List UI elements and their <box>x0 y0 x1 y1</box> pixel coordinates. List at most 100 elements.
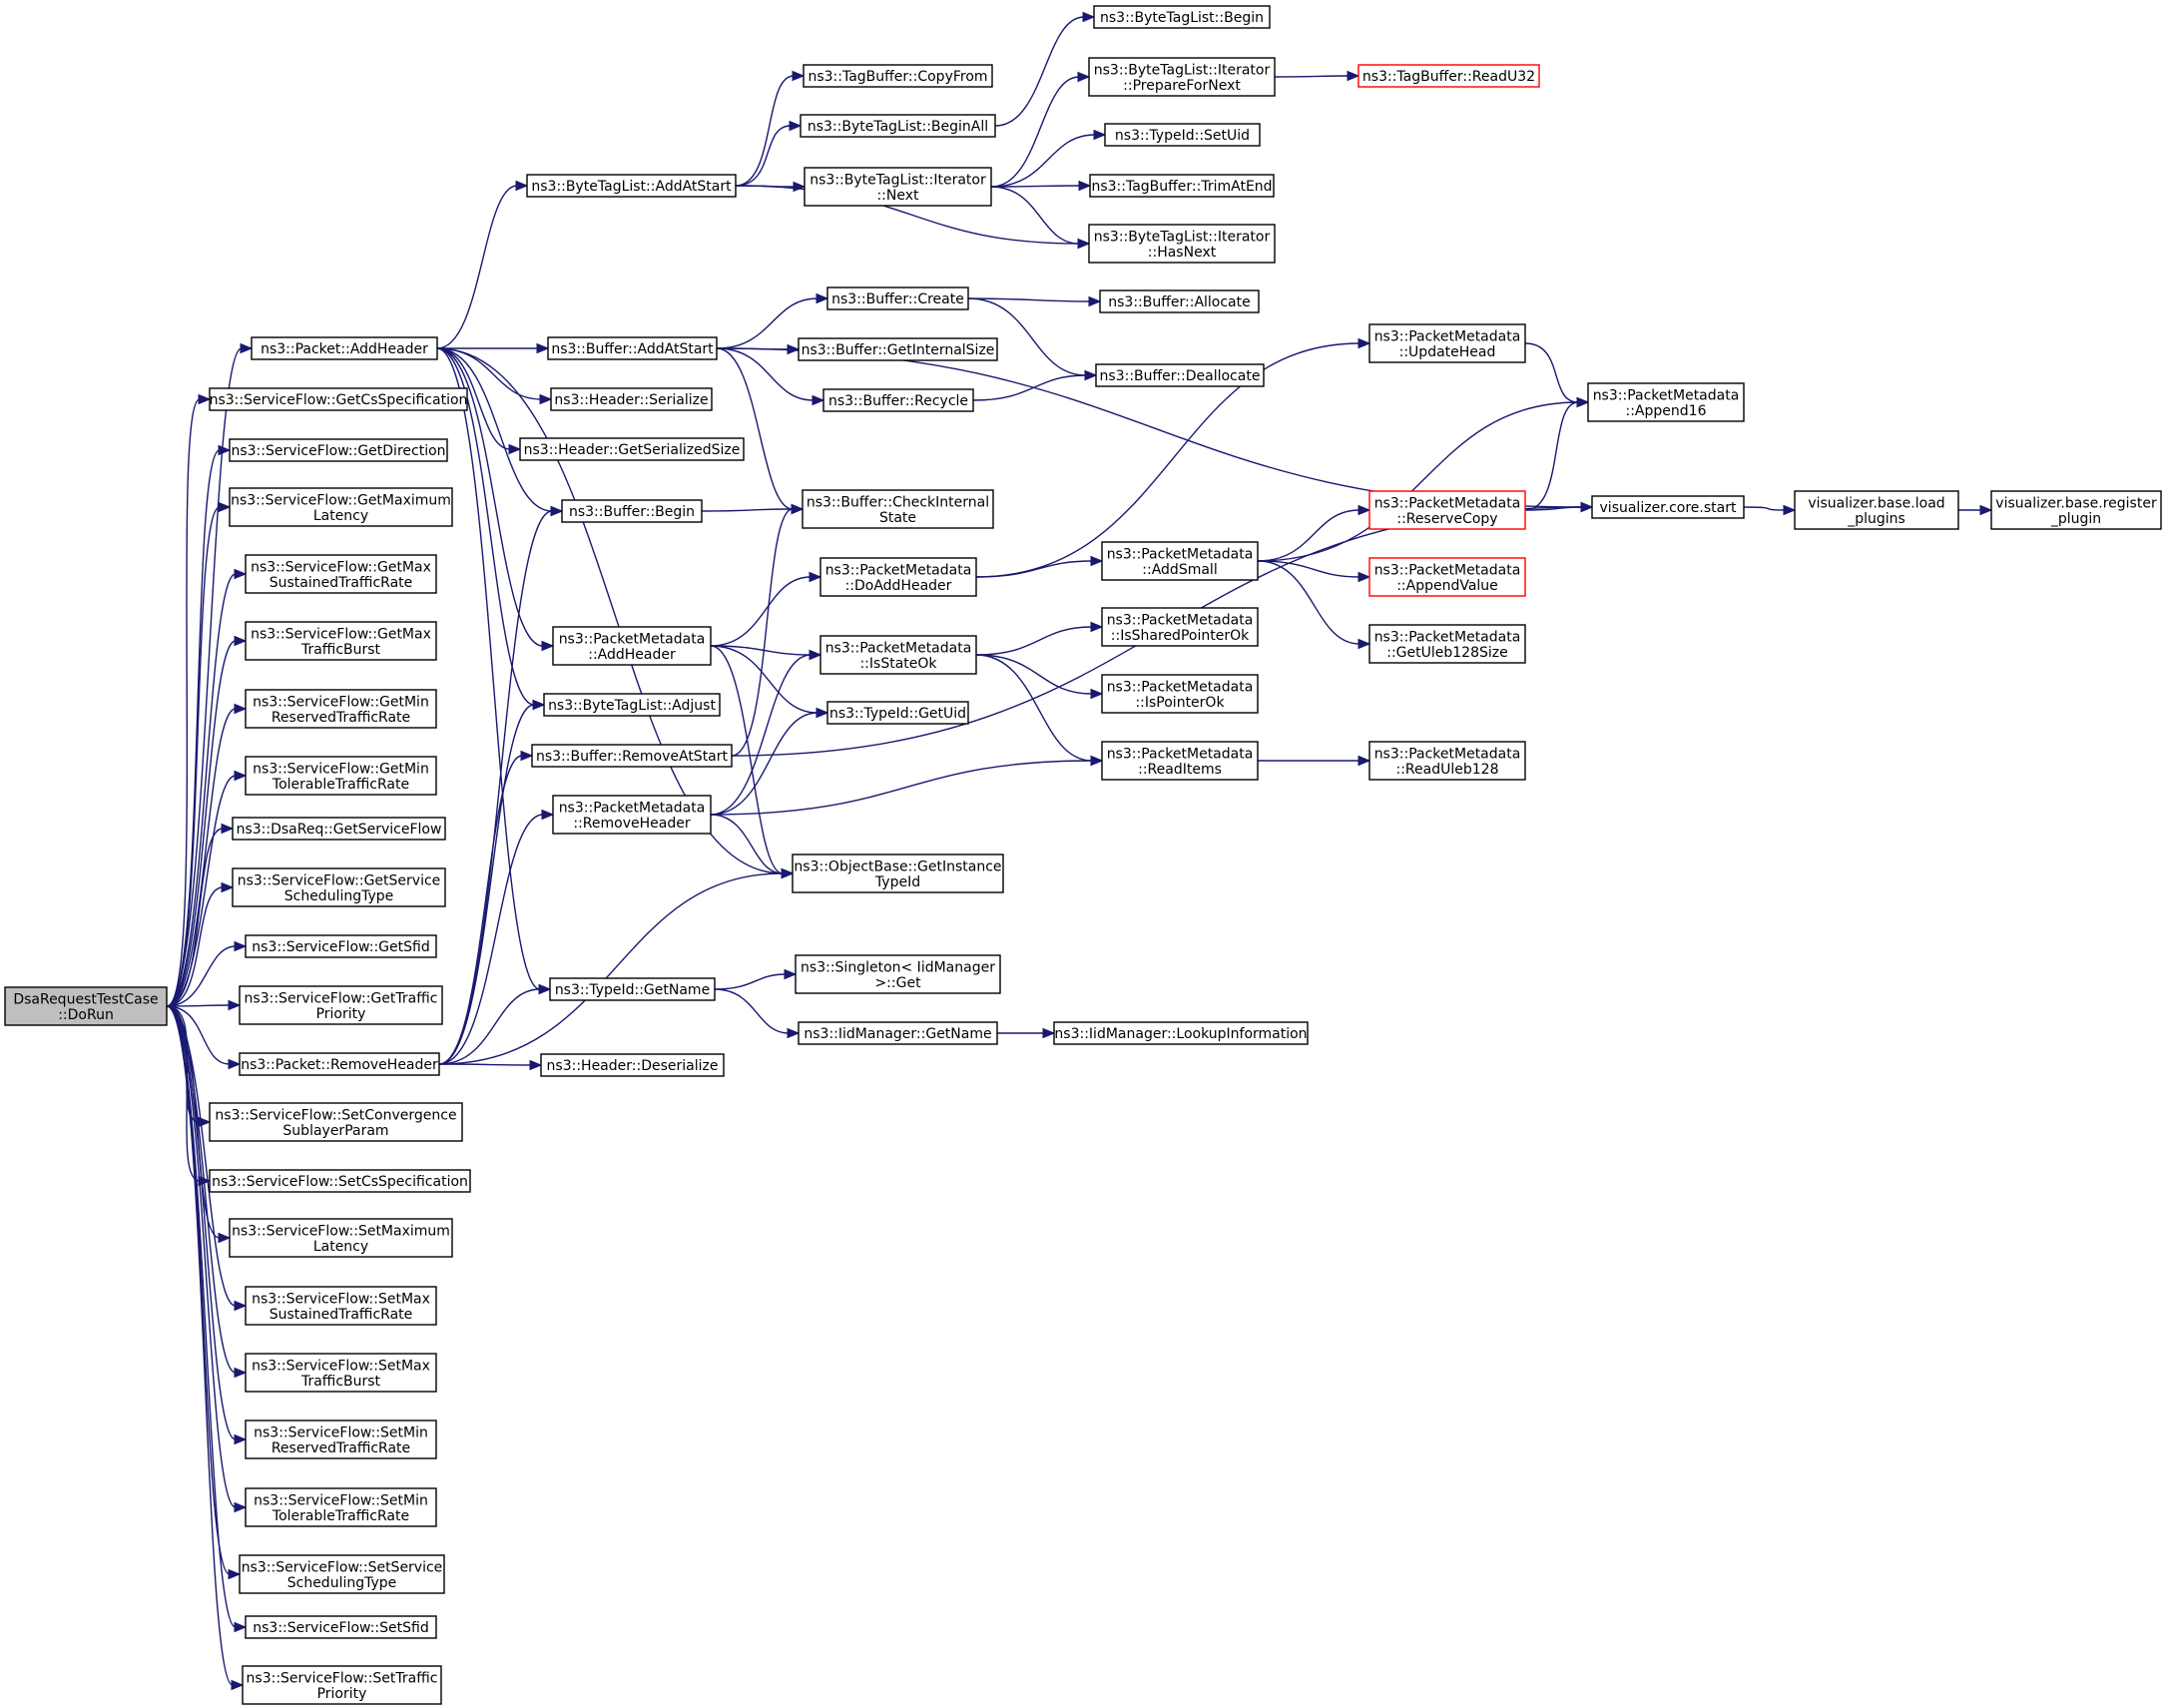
node-sf-setcs[interactable]: ns3::ServiceFlow::SetCsSpecification <box>209 1169 471 1193</box>
node-pm-readuleb[interactable]: ns3::PacketMetadata::ReadUleb128 <box>1368 741 1526 781</box>
node-label: ns3::ServiceFlow::SetMax <box>252 1291 430 1307</box>
node-pm-getuleb[interactable]: ns3::PacketMetadata::GetUleb128Size <box>1368 624 1526 664</box>
call-edge-line <box>967 297 1087 376</box>
node-tid-getname[interactable]: ns3::TypeId::GetName <box>549 977 716 1001</box>
node-pm-append16[interactable]: ns3::PacketMetadata::Append16 <box>1587 382 1745 422</box>
node-pm-doadd[interactable]: ns3::PacketMetadata::DoAddHeader <box>819 557 977 597</box>
node-sf-getminres[interactable]: ns3::ServiceFlow::GetMinReservedTrafficR… <box>245 689 437 729</box>
node-sf-setminres[interactable]: ns3::ServiceFlow::SetMinReservedTrafficR… <box>245 1420 437 1459</box>
call-edge-line <box>710 654 812 816</box>
node-sf-setsched[interactable]: ns3::ServiceFlow::SetServiceSchedulingTy… <box>239 1554 445 1594</box>
node-iid-lookup[interactable]: ns3::IidManager::LookupInformation <box>1053 1021 1309 1045</box>
node-tb-copyfrom[interactable]: ns3::TagBuffer::CopyFrom <box>803 64 993 88</box>
call-edge-line <box>166 398 201 1007</box>
node-hdr-getsize[interactable]: ns3::Header::GetSerializedSize <box>519 437 745 461</box>
node-pm-isptr[interactable]: ns3::PacketMetadata::IsPointerOk <box>1101 674 1259 714</box>
node-pm-updhead[interactable]: ns3::PacketMetadata::UpdateHead <box>1368 323 1526 363</box>
node-label: ns3::ServiceFlow::SetMaximum <box>232 1223 450 1239</box>
call-edge <box>1257 560 1371 650</box>
node-sf-setmintol[interactable]: ns3::ServiceFlow::SetMinTolerableTraffic… <box>245 1487 437 1527</box>
node-buf-alloc[interactable]: ns3::Buffer::Allocate <box>1099 289 1260 313</box>
node-sf-getcs[interactable]: ns3::ServiceFlow::GetCsSpecification <box>209 387 468 411</box>
node-sf-getsfid[interactable]: ns3::ServiceFlow::GetSfid <box>245 934 437 958</box>
node-btl-it-prep[interactable]: ns3::ByteTagList::Iterator::PrepareForNe… <box>1088 57 1276 97</box>
node-box <box>245 621 437 661</box>
arrowhead <box>1783 504 1797 516</box>
call-edge-line <box>166 775 237 1007</box>
node-btl-beginall[interactable]: ns3::ByteTagList::BeginAll <box>800 114 996 138</box>
call-edge <box>166 444 232 1007</box>
node-sf-getmaxsus[interactable]: ns3::ServiceFlow::GetMaxSustainedTraffic… <box>245 554 437 594</box>
node-root[interactable]: DsaRequestTestCase::DoRun <box>4 986 168 1026</box>
call-edge-line <box>1257 560 1360 578</box>
node-pkt-remove[interactable]: ns3::Packet::RemoveHeader <box>239 1052 440 1076</box>
node-pm-remhdr[interactable]: ns3::PacketMetadata::RemoveHeader <box>552 795 712 835</box>
node-tb-readu32[interactable]: ns3::TagBuffer::ReadU32 <box>1357 64 1540 88</box>
node-tid-getuid[interactable]: ns3::TypeId::GetUid <box>826 701 969 725</box>
node-singleton[interactable]: ns3::Singleton< IidManager>::Get <box>795 954 1001 994</box>
call-edge-line <box>438 814 544 1065</box>
node-btl-it-hasnext[interactable]: ns3::ByteTagList::Iterator::HasNext <box>1088 224 1276 264</box>
node-box <box>1591 495 1745 519</box>
node-btl-adjust[interactable]: ns3::ByteTagList::Adjust <box>543 693 721 717</box>
node-buf-begin[interactable]: ns3::Buffer::Begin <box>561 499 703 523</box>
node-box <box>245 934 437 958</box>
node-pm-reservecopy[interactable]: ns3::PacketMetadata::ReserveCopy <box>1368 490 1526 530</box>
node-vis-start[interactable]: visualizer.core.start <box>1591 495 1745 519</box>
call-edge-line <box>166 640 237 1007</box>
node-buf-recycle[interactable]: ns3::Buffer::Recycle <box>822 388 974 412</box>
node-pm-readitems[interactable]: ns3::PacketMetadata::ReadItems <box>1101 741 1259 781</box>
node-iid-getname[interactable]: ns3::IidManager::GetName <box>798 1021 998 1045</box>
call-edge-line <box>972 374 1087 401</box>
node-box <box>819 635 977 675</box>
node-sf-setsfid[interactable]: ns3::ServiceFlow::SetSfid <box>245 1615 437 1639</box>
node-vis-load[interactable]: visualizer.base.load_plugins <box>1794 490 1959 530</box>
arrowhead <box>520 750 534 762</box>
node-sf-setconv[interactable]: ns3::ServiceFlow::SetConvergenceSublayer… <box>209 1102 463 1142</box>
node-pm-appendval[interactable]: ns3::PacketMetadata::AppendValue <box>1368 557 1526 597</box>
node-hdr-deser[interactable]: ns3::Header::Deserialize <box>540 1053 725 1077</box>
node-sf-getsched[interactable]: ns3::ServiceFlow::GetServiceSchedulingTy… <box>232 867 446 907</box>
node-buf-addstart[interactable]: ns3::Buffer::AddAtStart <box>547 336 718 360</box>
node-btl-it-next[interactable]: ns3::ByteTagList::Iterator::Next <box>804 167 992 207</box>
node-tb-trim[interactable]: ns3::TagBuffer::TrimAtEnd <box>1089 174 1275 198</box>
node-label: SustainedTrafficRate <box>270 575 413 591</box>
node-sf-setmaxsus[interactable]: ns3::ServiceFlow::SetMaxSustainedTraffic… <box>245 1286 437 1326</box>
node-sf-getmintol[interactable]: ns3::ServiceFlow::GetMinTolerableTraffic… <box>245 756 437 796</box>
node-hdr-ser[interactable]: ns3::Header::Serialize <box>550 387 713 411</box>
call-edge-line <box>166 1004 231 1007</box>
node-label: ns3::Header::Serialize <box>554 392 708 408</box>
call-edge-line <box>166 506 221 1007</box>
node-btl-begin[interactable]: ns3::ByteTagList::Begin <box>1093 5 1271 29</box>
node-box <box>1101 541 1259 581</box>
call-edge <box>990 71 1091 188</box>
node-buf-create[interactable]: ns3::Buffer::Create <box>826 286 969 310</box>
node-pkt-add[interactable]: ns3::Packet::AddHeader <box>251 336 438 360</box>
arrowhead <box>536 342 550 354</box>
node-tid-setuid[interactable]: ns3::TypeId::SetUid <box>1104 123 1261 147</box>
node-dsa-getsf[interactable]: ns3::DsaReq::GetServiceFlow <box>232 817 446 841</box>
node-label: ns3::ServiceFlow::GetMaximum <box>231 492 451 508</box>
arrowhead <box>221 823 235 835</box>
node-pm-addhdr[interactable]: ns3::PacketMetadata::AddHeader <box>552 626 712 666</box>
node-buf-getint[interactable]: ns3::Buffer::GetInternalSize <box>798 337 998 361</box>
node-buf-remstart[interactable]: ns3::Buffer::RemoveAtStart <box>531 744 733 768</box>
node-pm-isstate[interactable]: ns3::PacketMetadata::IsStateOk <box>819 635 977 675</box>
node-box <box>531 744 733 768</box>
node-box <box>795 954 1001 994</box>
node-pm-addsmall[interactable]: ns3::PacketMetadata::AddSmall <box>1101 541 1259 581</box>
node-buf-dealloc[interactable]: ns3::Buffer::Deallocate <box>1095 363 1265 387</box>
node-sf-getdir[interactable]: ns3::ServiceFlow::GetDirection <box>229 438 448 462</box>
node-pm-isshared[interactable]: ns3::PacketMetadata::IsSharedPointerOk <box>1101 607 1259 647</box>
node-vis-register[interactable]: visualizer.base.register_plugin <box>1990 490 2162 530</box>
call-edge-line <box>1743 506 1786 511</box>
node-btl-addstart[interactable]: ns3::ByteTagList::AddAtStart <box>526 174 737 198</box>
